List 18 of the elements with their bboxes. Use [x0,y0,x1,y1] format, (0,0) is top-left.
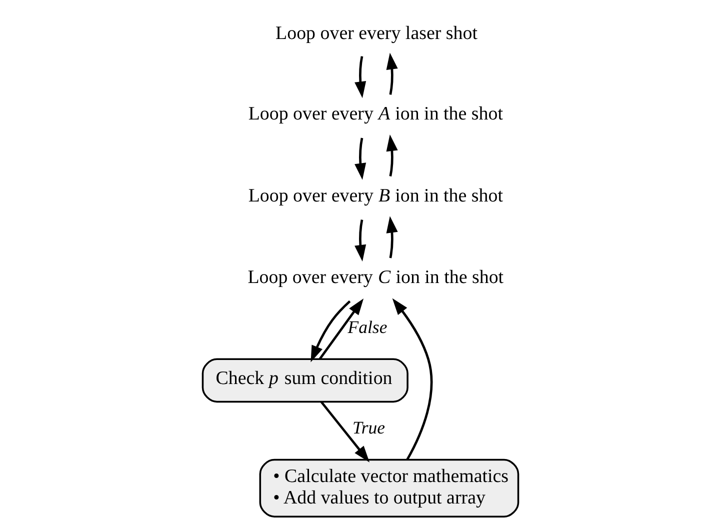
node-box: Check p sum condition [201,358,408,403]
arrow [392,298,432,460]
node-text: Loop over every A ion in the shot [248,104,502,125]
edge-label: False [347,317,387,338]
node-text: Loop over every B ion in the shot [248,185,502,206]
node-box: • Calculate vector mathematics • Add values to output array [258,458,519,518]
arrow [386,216,398,258]
arrow [354,56,366,98]
node-text: Loop over every C ion in the shot [247,267,504,288]
arrow [310,300,350,362]
arrow [320,401,370,462]
arrow [354,138,366,180]
edge-label: True [352,418,385,438]
arrow [318,298,364,360]
arrow [386,134,398,176]
node-text: Loop over every laser shot [275,23,477,44]
arrow [386,52,398,95]
arrow [354,220,366,262]
